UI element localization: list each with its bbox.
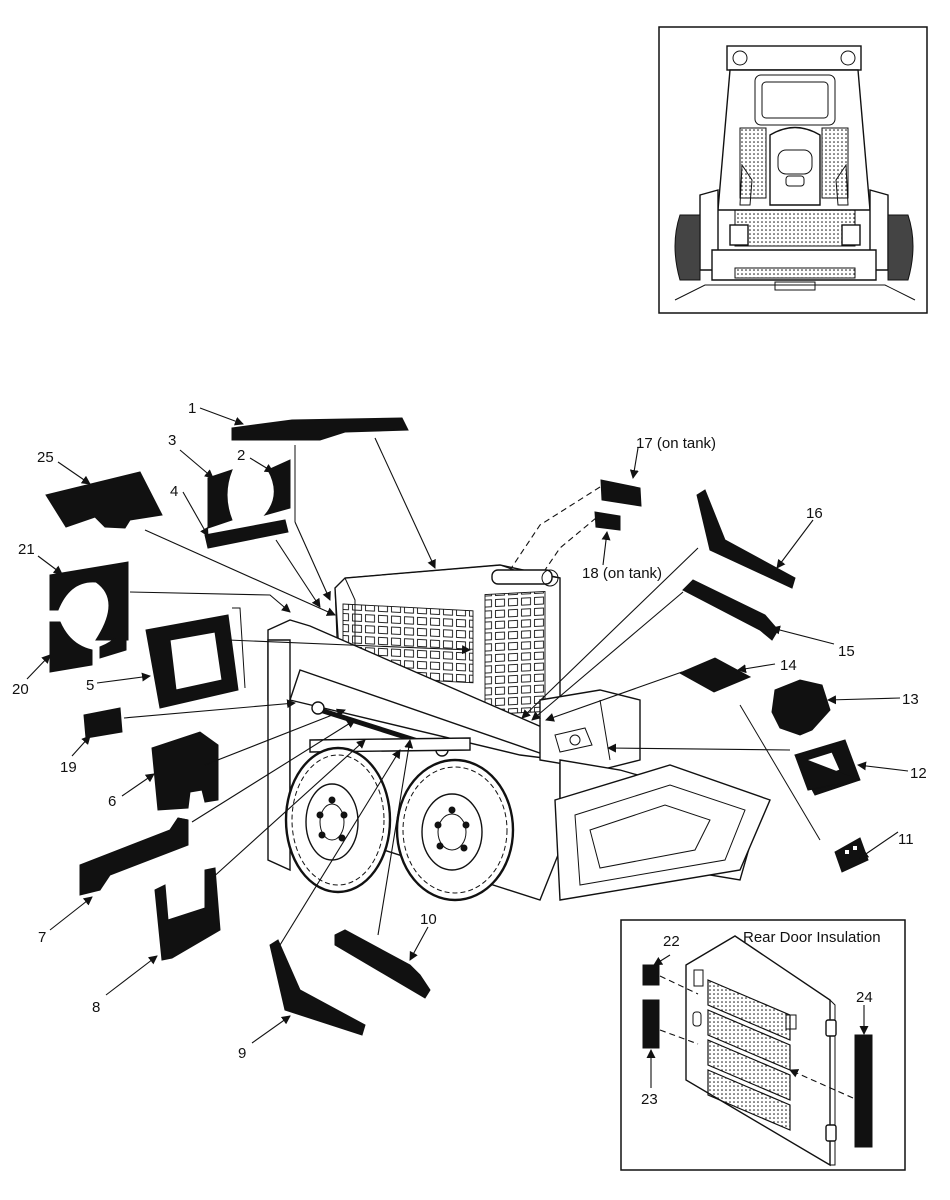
- rear-left-wheel: [395, 758, 515, 902]
- part-2-side-insulation: [263, 445, 296, 522]
- label-part-23: 23: [641, 1091, 658, 1108]
- label-part-10: 10: [420, 911, 437, 928]
- label-part-20: 20: [12, 681, 29, 698]
- skid-steer-loader-body: [267, 564, 771, 902]
- part-24-door-strip: [854, 1034, 873, 1148]
- part-23-door-pad: [642, 999, 660, 1049]
- part-13-cross-panel: [771, 679, 831, 736]
- label-part-11: 11: [898, 831, 914, 848]
- rear-door-insulation-inset: Rear Door Insulation 22: [620, 919, 906, 1171]
- label-part-7: 7: [38, 929, 46, 946]
- label-part-8: 8: [92, 999, 100, 1016]
- part-7-bracket-insulation: [79, 817, 189, 896]
- label-part-18: 18 (on tank): [582, 565, 662, 582]
- part-15-strip: [682, 579, 779, 641]
- front-view-loader-drawing: [674, 45, 916, 301]
- part-6-panel: [151, 731, 219, 811]
- part-9-wedge: [269, 939, 366, 1036]
- label-part-17: 17 (on tank): [636, 435, 716, 452]
- label-part-12: 12: [910, 765, 927, 782]
- part-3-side-insulation: [207, 469, 233, 529]
- leader-lines: [26, 407, 909, 1044]
- part-4-bottom-strip: [204, 519, 289, 549]
- part-11-small-block: [834, 837, 869, 873]
- part-labels: 1 2 3 4 25 21 20 5 19 6 7 8 9 10 11 12 1…: [12, 400, 927, 1062]
- label-part-24: 24: [856, 989, 873, 1006]
- label-part-1: 1: [188, 400, 196, 417]
- label-part-2: 2: [237, 447, 245, 464]
- label-part-5: 5: [86, 677, 94, 694]
- front-left-wheel: [284, 746, 392, 894]
- label-part-9: 9: [238, 1045, 246, 1062]
- label-part-13: 13: [902, 691, 919, 708]
- part-8-floor-panel: [154, 867, 221, 961]
- part-1-roof-insulation: [231, 417, 409, 441]
- part-12-u-panel: [794, 739, 861, 796]
- rear-door-drawing: [685, 935, 837, 1167]
- part-10-strip: [334, 929, 431, 999]
- front-view-inset: [658, 26, 928, 314]
- label-part-14: 14: [780, 657, 797, 674]
- part-5-window-frame: [145, 607, 246, 709]
- part-20-lower-ring: [49, 621, 127, 673]
- label-part-21: 21: [18, 541, 35, 558]
- part-21-ring-insulation: [49, 561, 129, 641]
- part-14-floor-pad: [678, 657, 752, 693]
- label-part-25: 25: [37, 449, 54, 466]
- label-part-3: 3: [168, 432, 176, 449]
- label-part-22: 22: [663, 933, 680, 950]
- label-part-4: 4: [170, 483, 178, 500]
- label-part-16: 16: [806, 505, 823, 522]
- label-part-19: 19: [60, 759, 77, 776]
- part-16-wedge: [696, 489, 796, 589]
- part-19-small-pad: [83, 707, 123, 739]
- label-part-15: 15: [838, 643, 855, 660]
- part-18-tank-pad: [594, 511, 621, 531]
- label-part-6: 6: [108, 793, 116, 810]
- part-22-door-pad: [642, 964, 660, 986]
- part-25-floor-mat: [45, 471, 163, 529]
- rear-door-inset-title: Rear Door Insulation: [743, 929, 881, 946]
- part-17-tank-pad: [600, 479, 642, 507]
